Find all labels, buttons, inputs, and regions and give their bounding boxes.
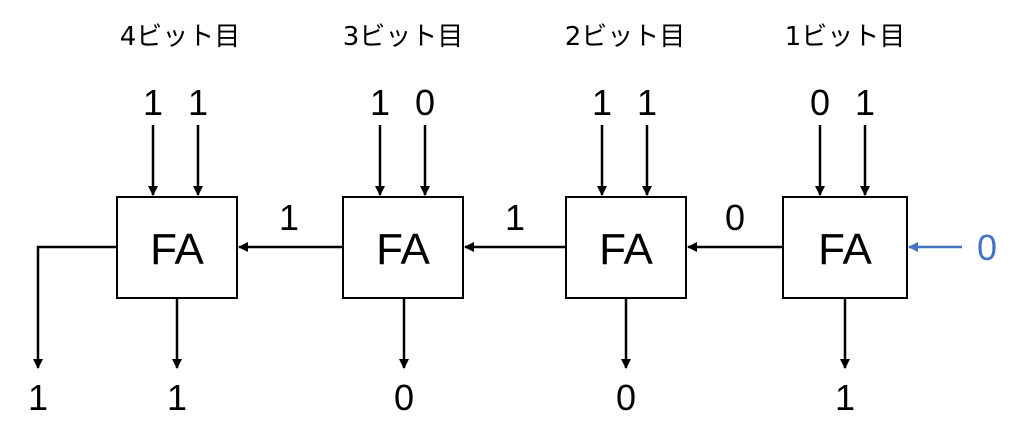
header-bit-1: 1ビット目 [785,22,906,52]
header-bit-3: 3ビット目 [343,22,464,52]
adder-bit-2: 1 1 FA 0 [565,82,687,418]
input-a-bit-3: 1 [370,82,390,123]
carry-label-1-to-2: 0 [725,197,745,238]
input-b-bit-3: 0 [415,82,435,123]
sum-bit-4: 1 [167,377,187,418]
full-adder-label: FA [599,225,653,274]
adder-bit-4: 1 1 FA 1 1 [28,82,238,418]
full-adder-box [342,196,464,299]
final-carry-arrow [33,245,117,369]
adder-bit-1: 0 1 FA 1 [782,82,908,418]
full-adder-label: FA [376,225,430,274]
input-a-bit-2: 1 [592,82,612,123]
input-a-bit-4: 1 [143,82,163,123]
input-b-bit-2: 1 [637,82,657,123]
adder-bit-3: 1 0 FA 0 [342,82,464,418]
input-b-bit-4: 1 [188,82,208,123]
input-a-bit-1: 0 [810,82,830,123]
input-b-bit-1: 1 [855,82,875,123]
carry-label-2-to-3: 1 [505,197,525,238]
final-carry-out: 1 [28,377,48,418]
header-bit-4: 4ビット目 [120,22,241,52]
header-bit-2: 2ビット目 [565,22,686,52]
carry-label-3-to-4: 1 [279,197,299,238]
sum-bit-3: 0 [394,377,414,418]
initial-carry-in: 0 [977,227,997,268]
sum-bit-1: 1 [835,377,855,418]
full-adder-label: FA [818,225,872,274]
full-adder-label: FA [150,225,204,274]
full-adder-box [782,196,908,299]
sum-bit-2: 0 [616,377,636,418]
